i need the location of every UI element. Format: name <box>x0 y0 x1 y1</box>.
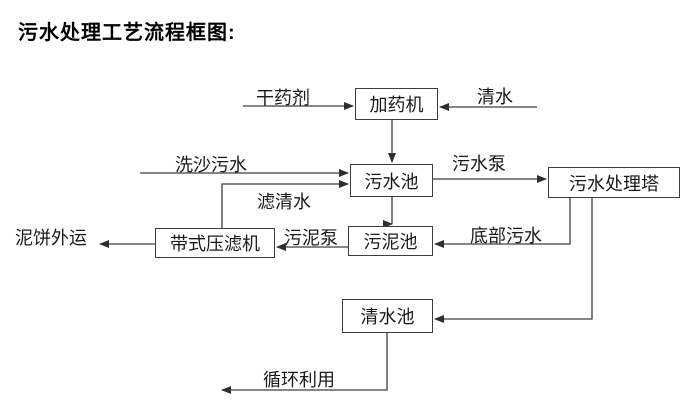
diagram-title: 污水处理工艺流程框图: <box>18 22 236 44</box>
flow-label-filtered-water: 滤清水 <box>257 192 311 212</box>
node-belt-filter-press-label: 带式压滤机 <box>170 234 260 254</box>
node-clean-water-pool: 清水池 <box>342 299 433 333</box>
flow-label-dry-agent: 干药剂 <box>256 88 310 108</box>
flow-label-sludge-pump: 污泥泵 <box>284 228 338 248</box>
node-sewage-pool-label: 污水池 <box>364 171 419 192</box>
node-sludge-pool-label: 污泥池 <box>363 232 418 252</box>
node-sludge-pool: 污泥池 <box>348 226 433 256</box>
flow-label-bottom-sewage: 底部污水 <box>470 226 542 246</box>
node-clean-water-pool-label: 清水池 <box>360 307 415 327</box>
flow-label-sewage-pump: 污水泵 <box>452 154 506 174</box>
flow-label-clean-water: 清水 <box>477 87 513 107</box>
node-belt-filter-press: 带式压滤机 <box>155 228 275 258</box>
flow-label-recycle-use: 循环利用 <box>263 370 335 390</box>
node-sewage-treatment-tower-label: 污水处理塔 <box>569 173 659 194</box>
node-sewage-treatment-tower: 污水处理塔 <box>548 167 680 198</box>
flow-label-sand-washing-sewage: 洗沙污水 <box>175 155 247 175</box>
node-dosing-machine: 加药机 <box>355 88 438 120</box>
node-dosing-machine-label: 加药机 <box>369 95 424 115</box>
flow-label-mud-cake-out: 泥饼外运 <box>15 228 87 248</box>
node-sewage-pool: 污水池 <box>350 164 433 197</box>
